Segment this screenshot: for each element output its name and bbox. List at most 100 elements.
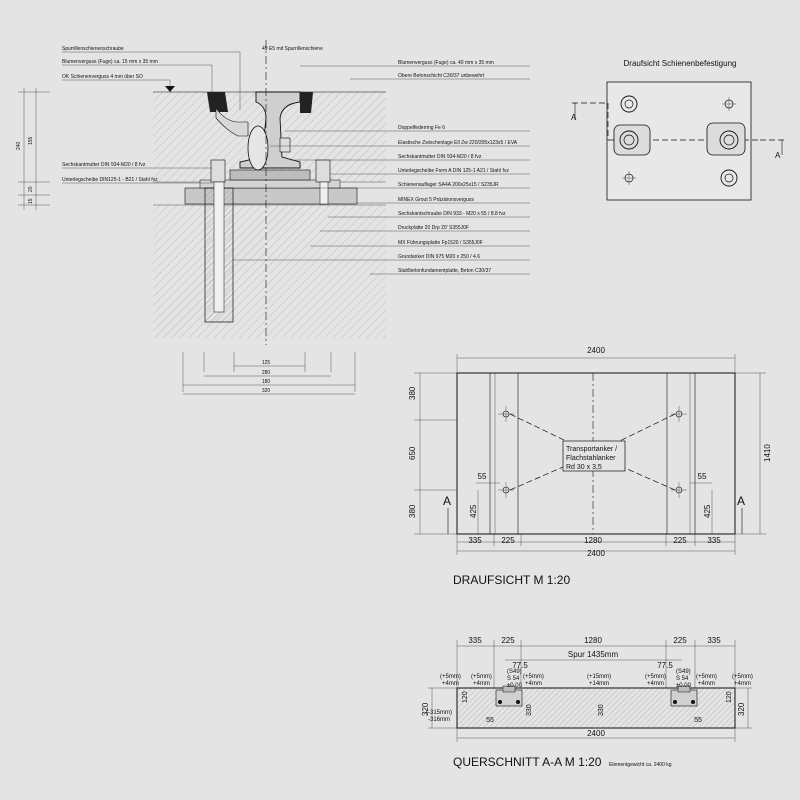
sec-dim-775-left: 77.5 [512,661,528,670]
label-r10: MX Führungsplatte Fp1520 / S355J0F [398,240,483,246]
label-r3: Elastische Zwischenlage Ell Zw 220/205x1… [398,140,518,146]
sec-dim-320-right: 320 [737,702,746,716]
inset-bolt-tl [620,95,638,113]
plan-dim-left-650: 650 [408,446,417,460]
sec-dim-t0: 335 [468,636,482,645]
label-grout-left: Blumenverguss (Fuge) ca. 15 mm x 35 mm [62,59,158,65]
left-dimensions: 240 155 20 15 [16,88,50,210]
plan-dim-425-right: 425 [703,504,712,518]
bottom-dimensions: 125 280 180 320 [182,352,356,395]
sec-lev-inner-left-a1: (+5mm) [471,674,492,680]
label-r1: Obere Betonschicht C30/37 unbewehrt [398,73,485,79]
sec-dim-t2: 1280 [584,636,602,645]
sec-rail-left-b: S 54 [507,676,520,682]
plan-dim-b3: 225 [673,536,687,545]
plan-dim-left-380a: 380 [408,386,417,400]
sec-lev-outer-right-a: (+5mm) [732,674,753,680]
sec-dim-120-right: 120 [726,691,733,703]
dim-240: 240 [16,141,22,150]
label-r12: Stahlbetonfundamentplatte, Beton C30/37 [398,268,491,274]
right-label-list: Blumenverguss (Fuge) ca. 40 mm x 35 mm O… [233,60,530,275]
plan-dim-55-right: 55 [698,472,707,481]
ground-anchor-bolt [213,181,225,313]
label-r11: Grundanker DIN 975 M20 x 250 / 4.6 [398,254,480,260]
sec-lev-inner-right-b1: (+5mm) [696,674,717,680]
inset-bolt-tr [722,97,736,111]
sec-lev-outer-left-b: +4mm [442,681,459,687]
label-r9: Druckplatte 20 Drp 20' S355J0F [398,225,469,231]
hex-nut-left [210,159,226,183]
inset-marker-left: A [571,113,577,122]
sec-lev-center-b: +14mm [589,681,609,687]
dim-125: 125 [262,360,271,366]
anchor-note-box [562,440,626,472]
section-weight: Elementgewicht ca. 2400 kg [609,762,672,768]
anchor-note-line3: Rd 30 x 3,5 [566,464,602,471]
inset-title: Draufsicht Schienenbefestigung [624,59,737,68]
sec-lev-center-a: (+15mm) [587,674,611,680]
grout-joint-left [207,92,228,112]
label-l1: Unterlegscheibe DIN125-1 - B21 / Stahl f… [62,177,158,183]
fastening-plan-inset: Draufsicht Schienenbefestigung A A [571,59,785,201]
sec-dim-bottom: 2400 [587,729,605,738]
inset-bolt-mr [706,122,746,156]
elastic-pad [247,125,269,171]
sec-dim-775-right: 77.5 [657,661,673,670]
dim-155: 155 [28,136,34,145]
label-r4: Sechskantmutter DIN 934-M20 / 8 fvz [398,154,482,160]
sec-lev-bottom-left-b: -316mm [428,717,450,723]
rail-support-plate [229,169,311,181]
sec-rail-left-a: (S49) [507,669,522,675]
inset-bolt-br [720,169,738,187]
plan-dim-b4: 335 [707,536,721,545]
hex-nut-right-top [279,137,291,153]
label-rail-screw: Spurrillenschienenschraube [62,46,124,52]
sec-lev-inner-right-a1: (+5mm) [645,674,666,680]
dim-280: 280 [262,370,271,376]
sec-spur: Spur 1435mm [568,650,619,659]
plan-dim-top: 2400 [587,346,605,355]
sec-rail-right-a: (S49) [676,669,691,675]
plan-section-right: A [737,494,745,508]
dim-180: 180 [262,379,271,385]
sec-lev-inner-left-b1: (+5mm) [523,674,544,680]
label-r6: Schienenauflager SA4A 200x25x15 / S235JR [398,182,499,188]
label-top-level: OK Schienenverguss 4 mm über SO [62,74,143,80]
label-r8: Sechskantschraube DIN 933 - M20 x 55 / 8… [398,211,506,217]
sec-dim-330-right: 330 [598,704,605,716]
plan-dim-b1: 225 [501,536,515,545]
sec-lev-outer-left-a: (+5mm) [440,674,461,680]
anchor-note-line1: Transportanker / [566,446,617,453]
foundation-slab [153,205,386,338]
level-marker [165,86,175,92]
plan-dim-left-380b: 380 [408,504,417,518]
hex-nut-right [315,159,331,183]
grout-joint-right [300,92,313,113]
sec-dim-330-left: 330 [526,704,533,716]
plan-dim-b0: 335 [468,536,482,545]
dim-320: 320 [262,388,271,394]
sec-rail-right-c: ±0.00 [676,683,692,689]
plan-title: DRAUFSICHT M 1:20 [453,573,570,587]
sec-dim-120-left: 120 [462,691,469,703]
sec-lev-inner-left-b2: +4mm [525,681,542,687]
label-rail-type: 49 E5 mit Spurrillenschiene [262,46,323,52]
sec-lev-inner-left-a2: +4mm [473,681,490,687]
sec-rail-right-b: S 54 [676,676,689,682]
plan-dim-425-left: 425 [469,504,478,518]
sec-dim-320-left: 320 [421,702,430,716]
inset-bolt-bl [622,171,636,185]
hex-bolt-right [319,181,329,205]
rail-fastening-detail: Spurrillenschienenschraube Blumenverguss… [16,40,530,395]
label-r2: Doppelfederring Fe 6 [398,125,445,131]
label-r5: Unterlegscheibe Form A DIN 125-1 A21 / S… [398,168,509,174]
dim-20: 20 [28,186,34,192]
section-rail-left [495,685,523,707]
plan-dim-55-left: 55 [478,472,487,481]
sec-dim-55-left: 55 [486,717,494,724]
dim-15: 15 [28,198,34,204]
plan-anchors [498,406,687,498]
anchor-note-line2: Flachstahlanker [566,455,616,462]
sec-lev-inner-right-a2: +4mm [647,681,664,687]
